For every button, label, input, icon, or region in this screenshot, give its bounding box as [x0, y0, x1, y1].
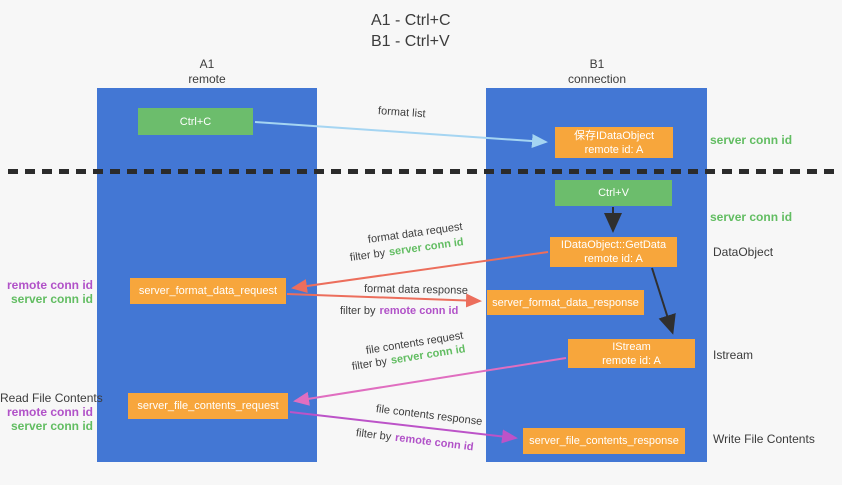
- label-server-conn-id-top: server conn id: [710, 133, 793, 147]
- left-conn-id-block-lower: Read File Contents remote conn id server…: [0, 391, 103, 433]
- node-save-idataobject-line1: 保存IDataObject: [573, 129, 655, 142]
- arrow-format-data-request: [291, 251, 549, 293]
- right-column-name: B1: [589, 57, 605, 71]
- arrow-file-contents-response: [289, 411, 518, 444]
- label-istream: Istream: [713, 348, 754, 362]
- node-ctrl-c: Ctrl+C: [138, 108, 253, 135]
- node-ctrl-v: Ctrl+V: [555, 180, 672, 206]
- right-column-subtitle: connection: [567, 72, 627, 86]
- node-getdata-line2: remote id: A: [584, 253, 643, 265]
- node-server-file-contents-response: server_file_contents_response: [523, 428, 685, 454]
- title-line-1: A1 - Ctrl+C: [371, 12, 451, 29]
- arrow-getdata-to-istream: [651, 267, 676, 335]
- left-column-name: A1: [199, 57, 215, 71]
- arrow-file-contents-request: [293, 357, 567, 406]
- left-column-subtitle: remote: [188, 72, 226, 86]
- dashed-divider-line: [8, 169, 836, 174]
- label-server-conn-id-upper: server conn id: [10, 292, 93, 306]
- node-server-format-data-request: server_format_data_request: [130, 278, 286, 304]
- node-format-request-label: server_format_data_request: [138, 285, 278, 297]
- node-save-idataobject: 保存IDataObject remote id: A: [555, 127, 673, 158]
- arrow-format-list: [254, 121, 548, 149]
- label-server-conn-id-lower: server conn id: [10, 419, 93, 433]
- remote-conn-id-text: remote conn id: [379, 305, 459, 317]
- node-ctrl-c-label: Ctrl+C: [179, 115, 212, 128]
- node-file-request-label: server_file_contents_request: [137, 400, 279, 412]
- label-remote-conn-id-lower: remote conn id: [6, 405, 93, 419]
- node-server-file-contents-request: server_file_contents_request: [128, 393, 288, 419]
- label-read-file-contents: Read File Contents: [0, 391, 103, 405]
- title-line-2: B1 - Ctrl+V: [371, 33, 450, 50]
- left-column-header: A1 remote: [147, 57, 267, 87]
- node-format-response-label: server_format_data_response: [492, 296, 639, 309]
- node-istream-line2: remote id: A: [602, 354, 661, 367]
- label-format-data-response: format data response: [363, 283, 469, 297]
- filter-by-text: filter by: [340, 305, 376, 317]
- label-write-file-contents: Write File Contents: [713, 432, 815, 446]
- node-idataobject-getdata: IDataObject::GetData remote id: A: [550, 237, 677, 267]
- arrow-format-data-response: [286, 293, 482, 308]
- label-remote-conn-id-upper: remote conn id: [6, 278, 93, 292]
- node-istream: IStream remote id: A: [568, 339, 695, 368]
- label-server-conn-id-mid: server conn id: [710, 210, 793, 224]
- right-column-header: B1 connection: [537, 57, 657, 87]
- node-ctrl-v-label: Ctrl+V: [598, 187, 629, 199]
- left-conn-id-block-upper: remote conn id server conn id: [0, 278, 93, 306]
- node-save-idataobject-line2: remote id: A: [584, 143, 644, 156]
- node-file-response-label: server_file_contents_response: [529, 435, 679, 447]
- node-istream-line1: IStream: [612, 340, 651, 353]
- node-server-format-data-response: server_format_data_response: [487, 290, 644, 315]
- node-getdata-line1: IDataObject::GetData: [560, 239, 667, 251]
- label-dataobject: DataObject: [713, 245, 774, 259]
- diagram-title: A1 - Ctrl+C B1 - Ctrl+V: [371, 10, 451, 52]
